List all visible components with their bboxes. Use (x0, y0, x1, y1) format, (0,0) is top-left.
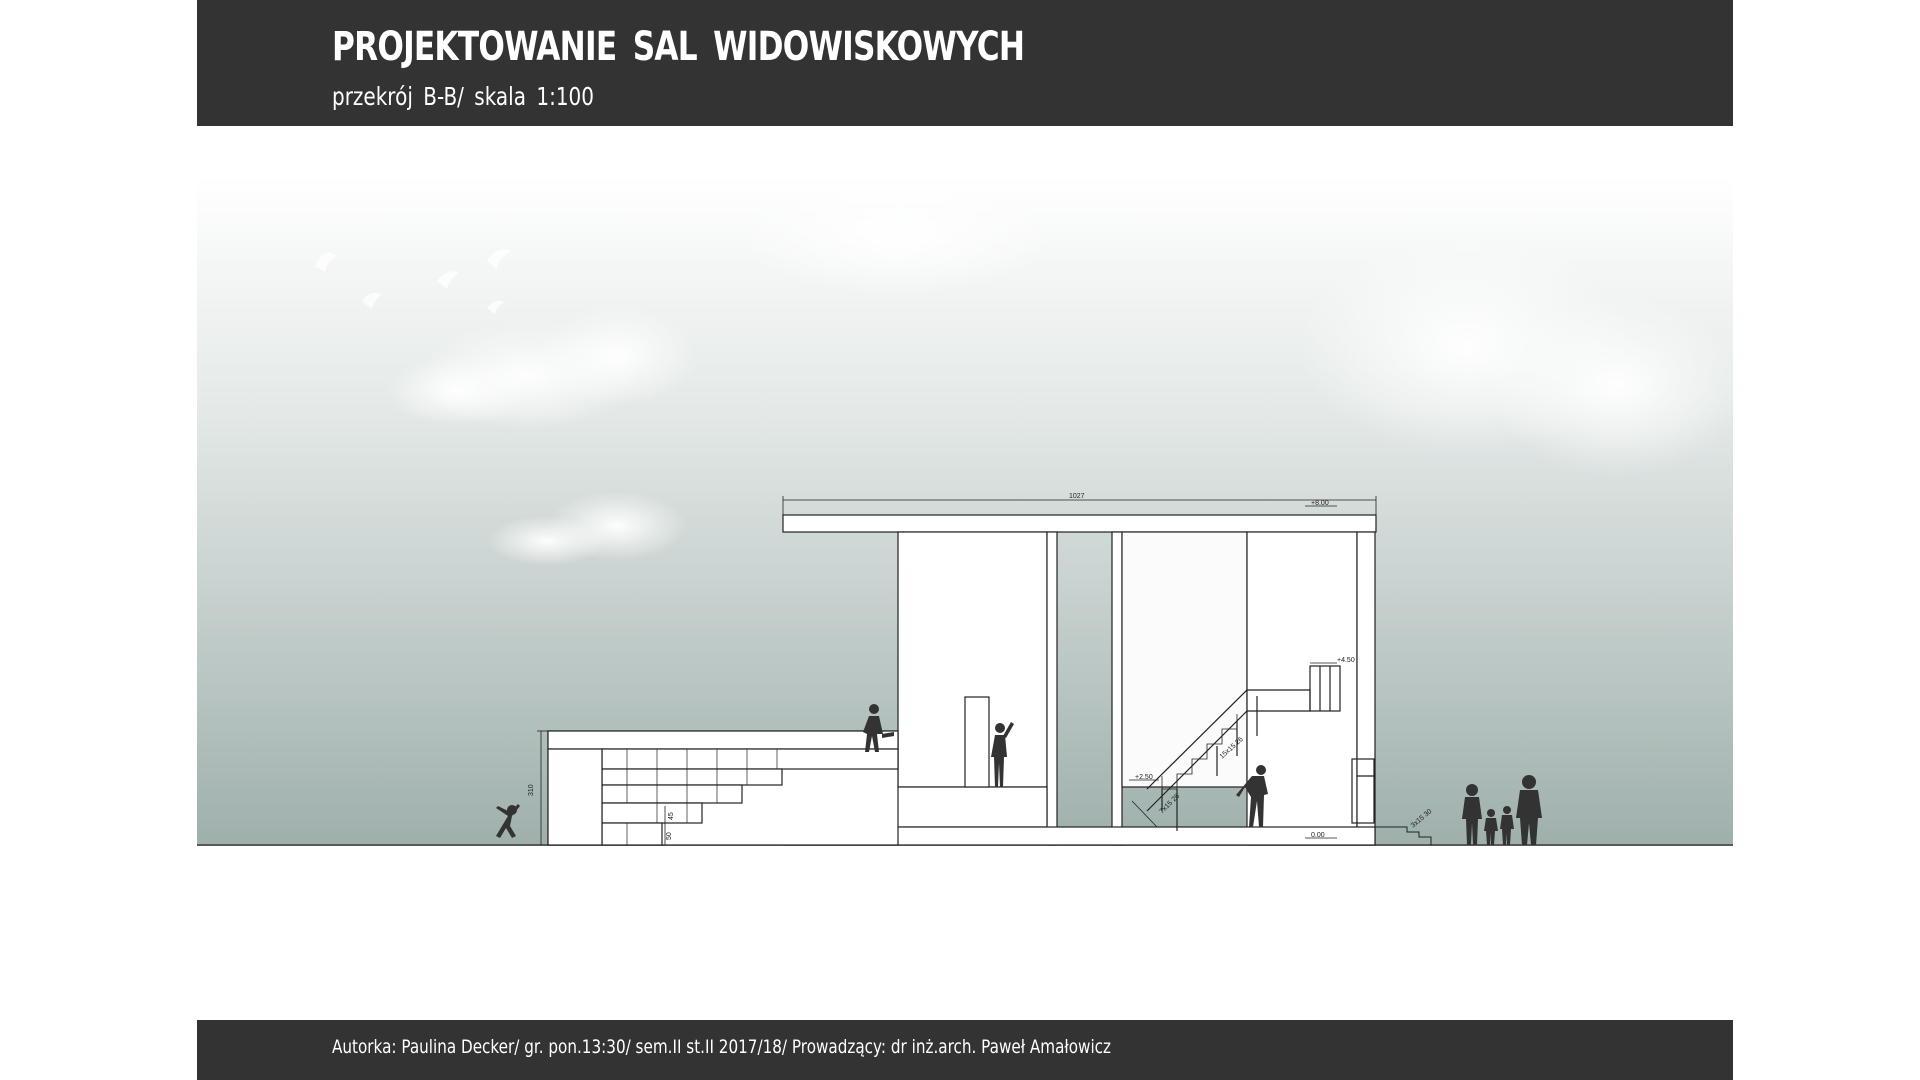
clouds (387, 176, 1733, 566)
level-roof: +8.00 (1311, 500, 1329, 507)
presentation-sheet: PROJEKTOWANIE SAL WIDOWISKOWYCH przekrój… (197, 0, 1733, 1080)
level-floor: 0.00 (1311, 832, 1325, 839)
section-drawing: 1027 +8.00 +4.50 +2.50 0.00 310 45 50 15… (197, 176, 1733, 846)
outer-steps (1375, 826, 1432, 845)
people-silhouettes (496, 704, 1542, 845)
dim-wall-height: 310 (528, 784, 535, 796)
level-upper-landing: +4.50 (1337, 657, 1355, 664)
page-subtitle: przekrój B-B/ skala 1:100 (332, 82, 594, 111)
dim-step-a: 45 (668, 812, 675, 820)
birds (315, 249, 511, 314)
footer-bar: Autorka: Paulina Decker/ gr. pon.13:30/ … (197, 1020, 1733, 1080)
author-credits: Autorka: Paulina Decker/ gr. pon.13:30/ … (332, 1036, 1112, 1058)
staircase (1131, 665, 1375, 831)
header-bar: PROJEKTOWANIE SAL WIDOWISKOWYCH przekrój… (197, 0, 1733, 126)
level-mid-landing: +2.50 (1135, 774, 1153, 781)
page-title: PROJEKTOWANIE SAL WIDOWISKOWYCH (332, 24, 1025, 70)
dim-step-b: 50 (666, 832, 673, 840)
building-section (547, 514, 1377, 846)
dim-overall-width: 1027 (1069, 493, 1085, 500)
dimension-lines (537, 496, 1377, 845)
